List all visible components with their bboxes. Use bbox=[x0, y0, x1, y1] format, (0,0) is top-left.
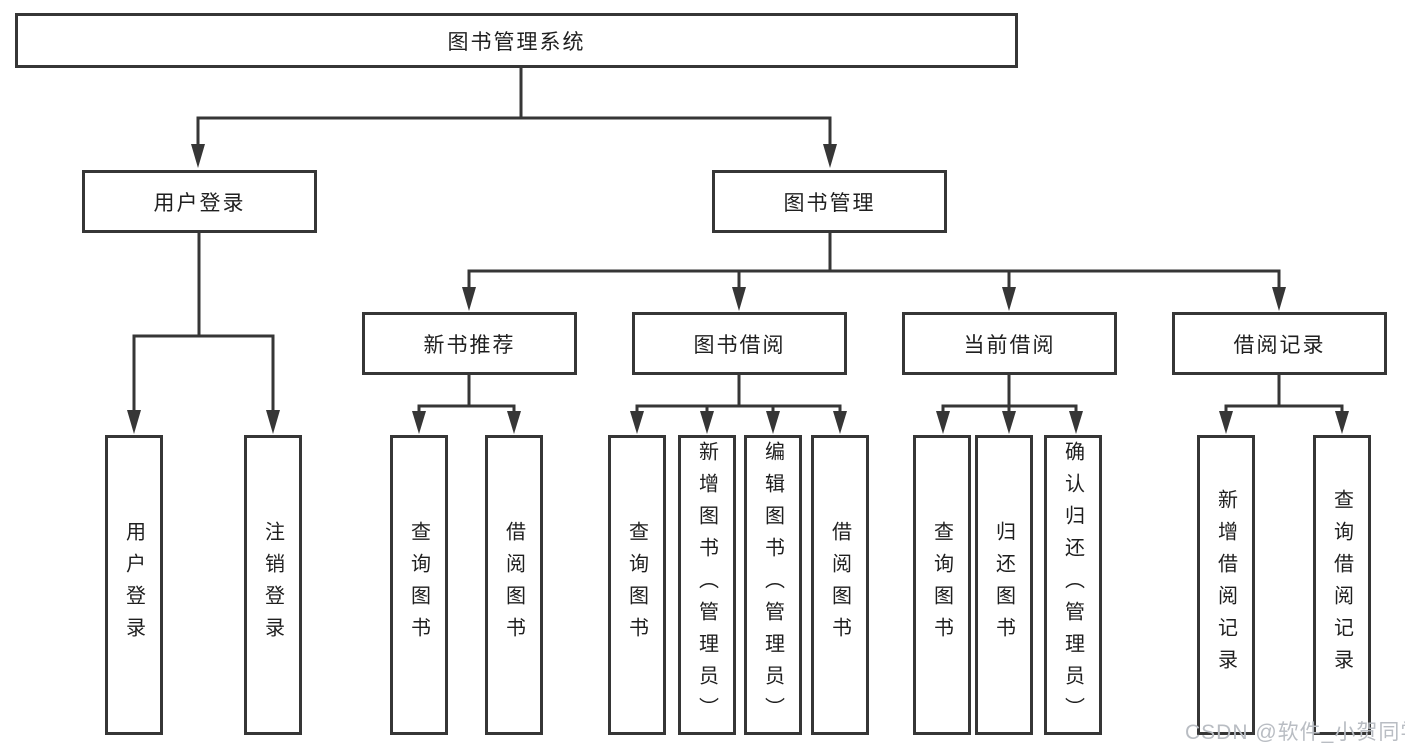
connector-new-book-children bbox=[412, 373, 521, 434]
connector-user-login-children bbox=[127, 231, 280, 434]
node-leaf-add-borrow-record: 新增借阅记录 bbox=[1197, 435, 1255, 735]
node-new-book-recommendation: 新书推荐 bbox=[362, 312, 577, 375]
connector-current-borrow-children bbox=[936, 373, 1083, 434]
connector-book-borrow-children bbox=[630, 373, 847, 434]
node-leaf-borrow-books-2: 借阅图书 bbox=[811, 435, 869, 735]
node-leaf-return-books: 归还图书 bbox=[975, 435, 1033, 735]
connector-book-mgmt-to-level3 bbox=[462, 231, 1286, 311]
node-leaf-query-books-1: 查询图书 bbox=[390, 435, 448, 735]
node-leaf-edit-books-admin: 编辑图书（管理员） bbox=[744, 435, 802, 735]
node-leaf-add-books-admin: 新增图书（管理员） bbox=[678, 435, 736, 735]
node-user-login: 用户登录 bbox=[82, 170, 317, 233]
node-book-borrowing: 图书借阅 bbox=[632, 312, 847, 375]
node-leaf-logout: 注销登录 bbox=[244, 435, 302, 735]
node-leaf-query-books-2: 查询图书 bbox=[608, 435, 666, 735]
node-leaf-confirm-return-admin: 确认归还（管理员） bbox=[1044, 435, 1102, 735]
node-current-borrowing: 当前借阅 bbox=[902, 312, 1117, 375]
connector-borrow-records-children bbox=[1219, 373, 1349, 434]
csdn-watermark: CSDN @软件_小贺同学 bbox=[1185, 721, 1405, 744]
node-leaf-query-borrow-record: 查询借阅记录 bbox=[1313, 435, 1371, 735]
node-leaf-query-books-3: 查询图书 bbox=[913, 435, 971, 735]
node-leaf-borrow-books-1: 借阅图书 bbox=[485, 435, 543, 735]
node-book-management: 图书管理 bbox=[712, 170, 947, 233]
connector-root-to-level2 bbox=[191, 64, 837, 168]
node-borrowing-records: 借阅记录 bbox=[1172, 312, 1387, 375]
node-library-management-system: 图书管理系统 bbox=[15, 13, 1018, 68]
node-leaf-user-login: 用户登录 bbox=[105, 435, 163, 735]
